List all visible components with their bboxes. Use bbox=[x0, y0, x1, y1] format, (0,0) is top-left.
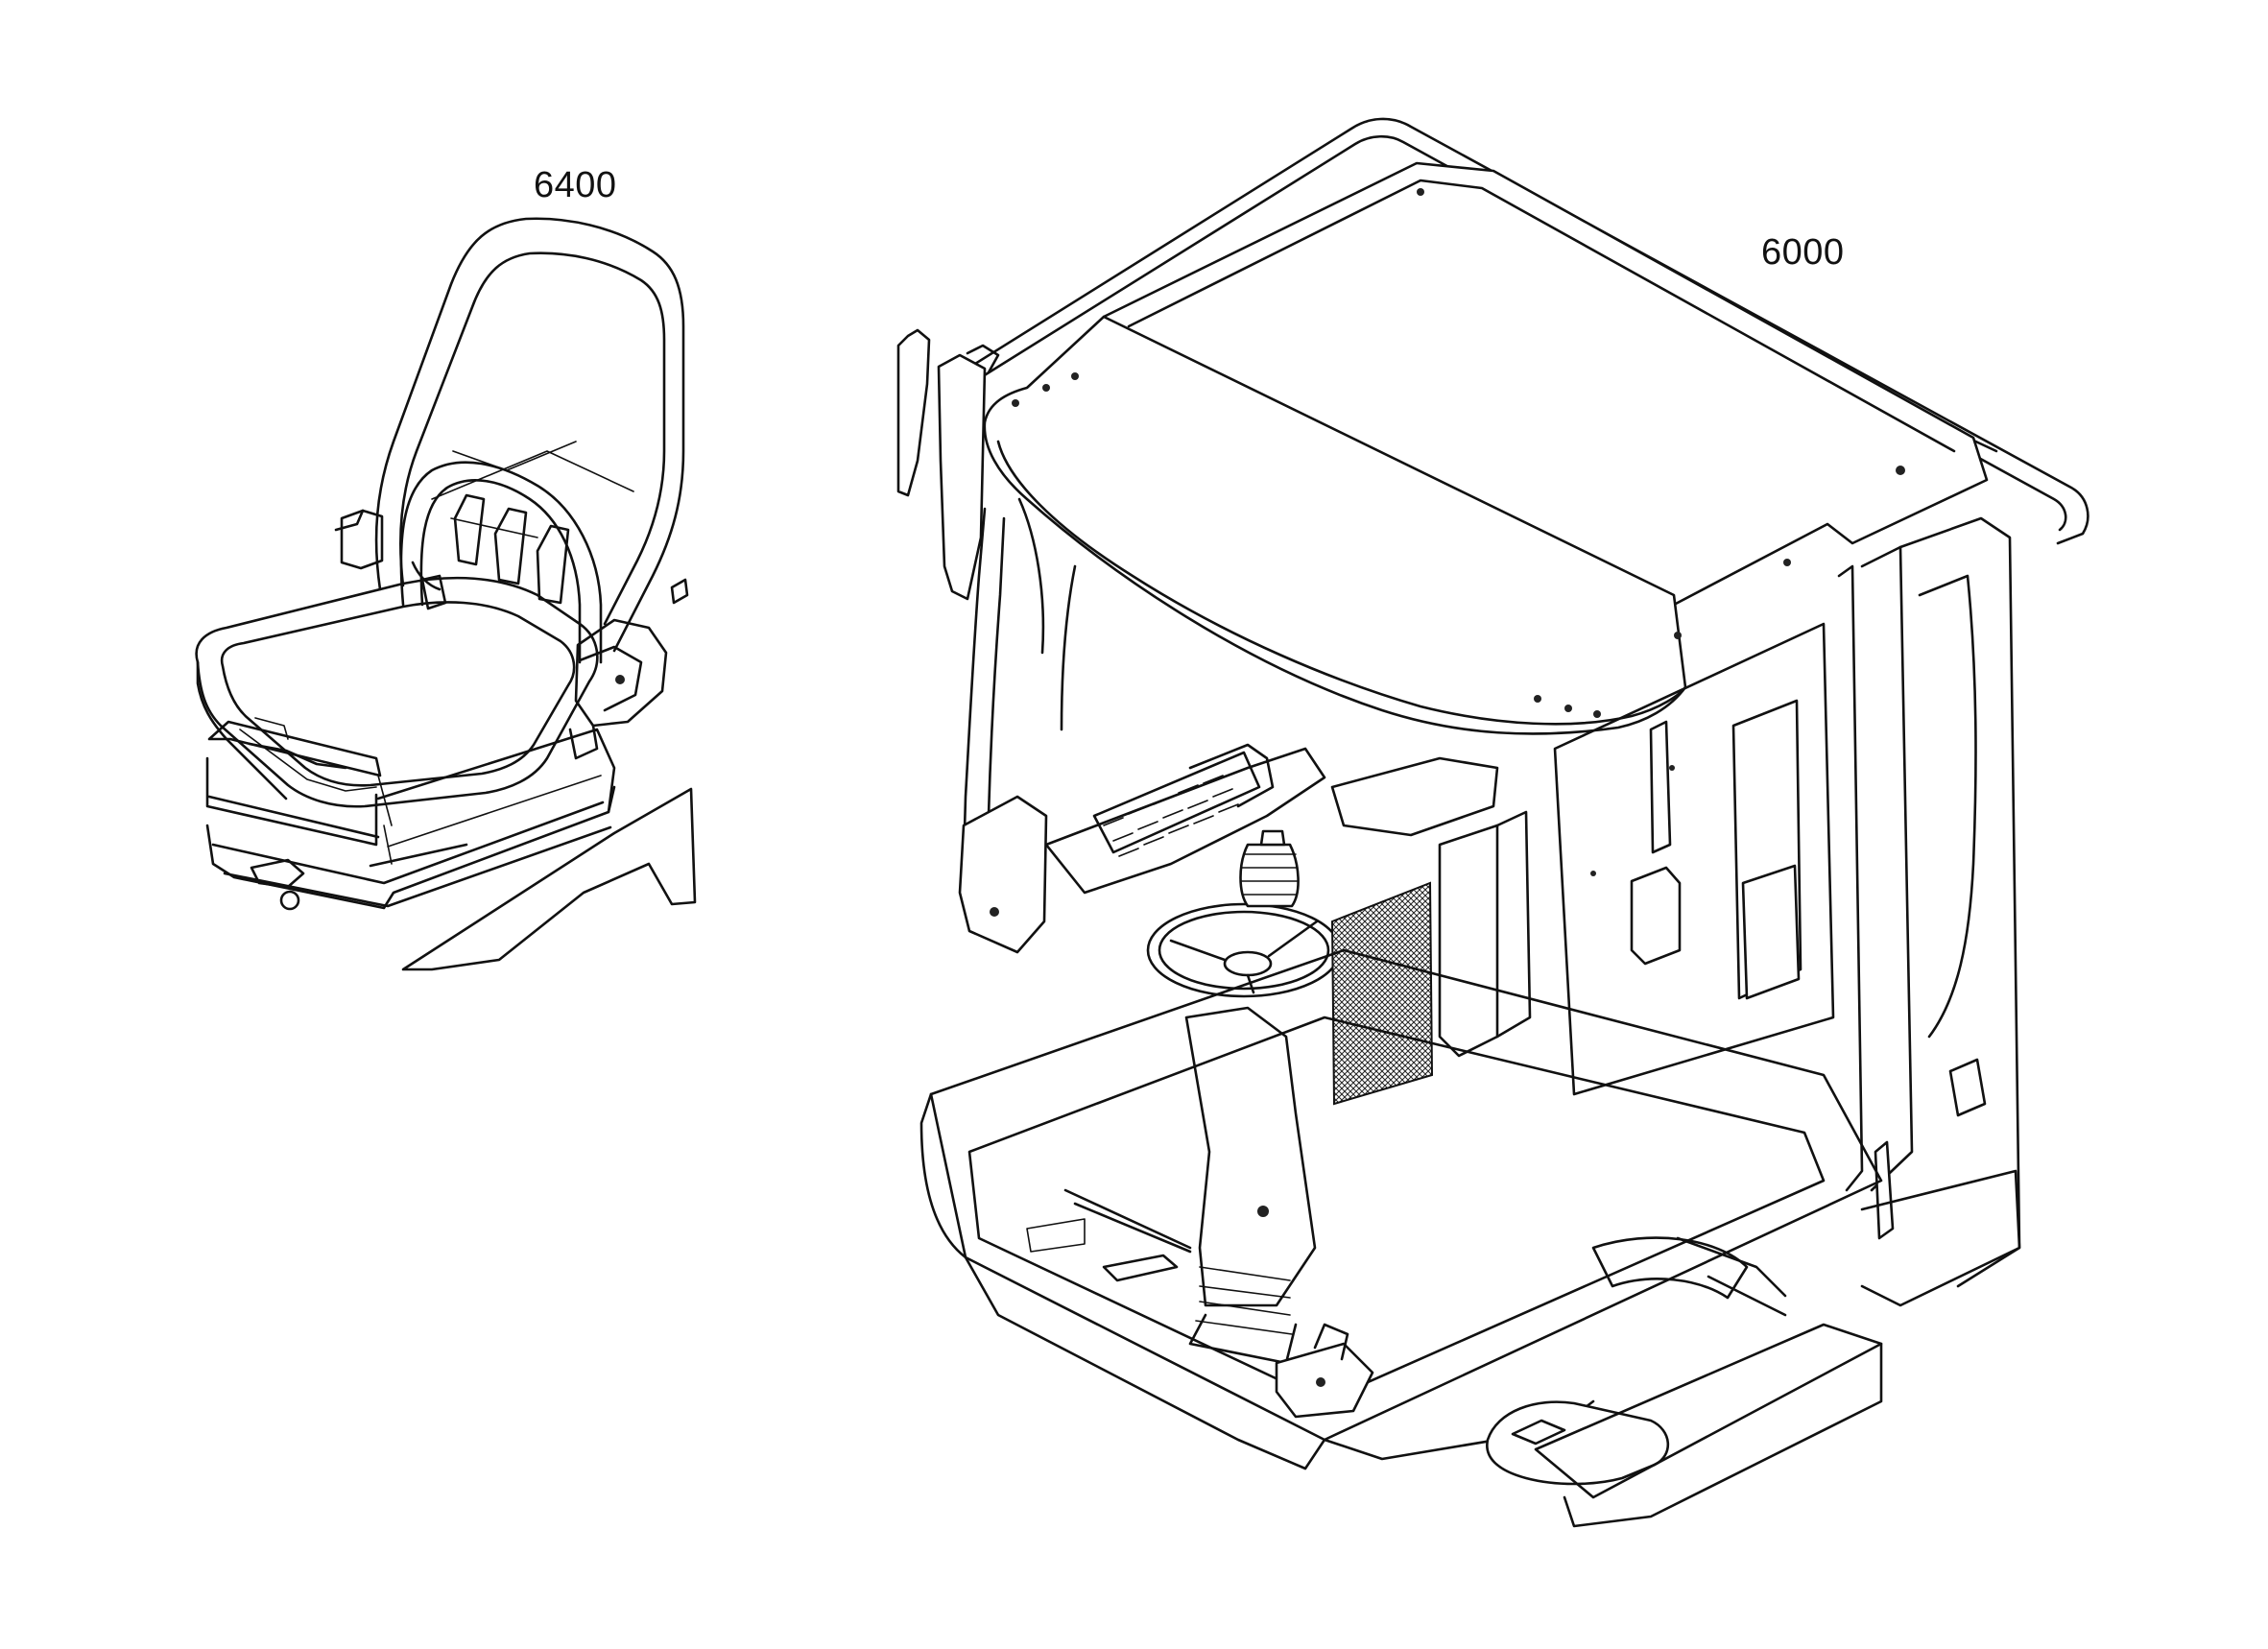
seat-illustration bbox=[195, 217, 697, 971]
callout-cab: 6000 bbox=[1761, 232, 1845, 273]
callout-seat: 6400 bbox=[534, 165, 617, 205]
cab-illustration bbox=[896, 117, 2089, 1528]
